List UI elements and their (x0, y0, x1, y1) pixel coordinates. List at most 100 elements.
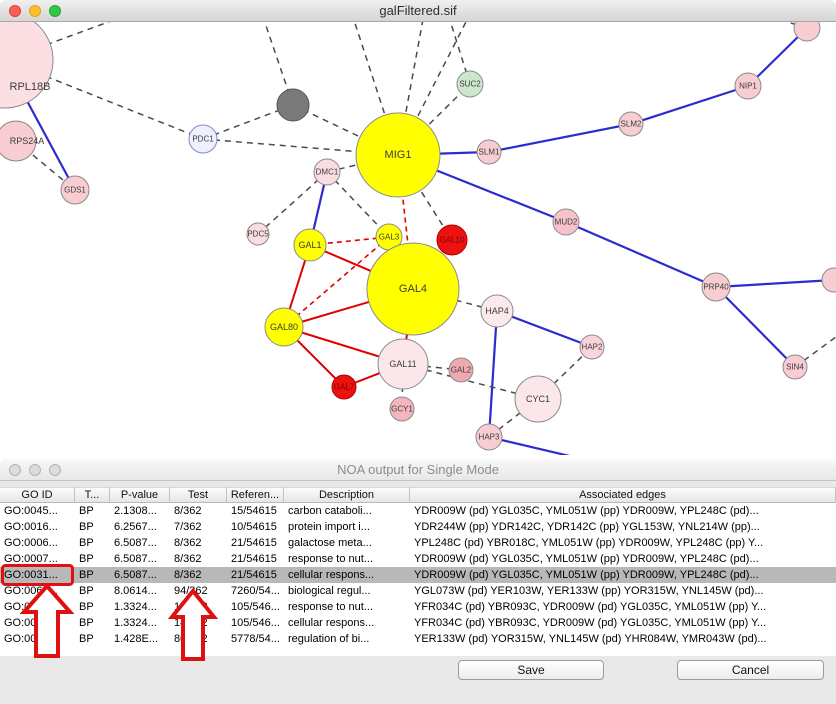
network-graph[interactable]: RPL18BRPS24AGDS1PDC1DMC1MIG1SUC2SLM1SLM2… (0, 22, 836, 455)
cell: 6.5087... (114, 569, 157, 581)
node-gal4[interactable] (366, 242, 460, 336)
column-header-test[interactable]: Test (170, 487, 227, 503)
edge-hap4-hap2[interactable] (496, 309, 593, 349)
cell: BP (79, 553, 94, 565)
cell: GO:0065... (4, 585, 58, 597)
close-button[interactable] (9, 5, 21, 17)
node-gal1[interactable] (293, 228, 327, 262)
node-label-gal7: GAL7 (334, 383, 355, 392)
cell: GO:0031... (4, 617, 58, 629)
node-re1[interactable] (821, 267, 836, 293)
cell: 1.3324... (114, 617, 157, 629)
node-suc2[interactable] (456, 70, 484, 98)
cell: response to nut... (288, 553, 373, 565)
node-gcy1[interactable] (389, 396, 415, 422)
edge-hap4-hap3[interactable] (487, 310, 499, 438)
node-label-pdc5: PDC5 (247, 230, 269, 239)
node-gal11[interactable] (377, 338, 429, 390)
cell: 6.5087... (114, 553, 157, 565)
column-header-t[interactable]: T... (75, 487, 110, 503)
edge-nip1-tr1[interactable] (747, 27, 808, 87)
node-label-suc2: SUC2 (459, 80, 481, 89)
node-gds1[interactable] (60, 175, 90, 205)
network-window-titlebar[interactable]: galFiltered.sif (0, 0, 836, 22)
edge-dmc1-pdc5[interactable] (257, 171, 328, 235)
edge-prp40-sin4[interactable] (715, 286, 796, 368)
column-header-go-id[interactable]: GO ID (0, 487, 75, 503)
close-button[interactable] (9, 464, 21, 476)
edge-dmc1-gal3[interactable] (326, 171, 390, 238)
edge-slm1-slm2[interactable] (488, 122, 632, 154)
network-window-title: galFiltered.sif (379, 3, 457, 18)
cell: YFR034C (pd) YBR093C, YDR009W (pd) YGL03… (414, 617, 767, 629)
node-label-gcy1: GCY1 (391, 405, 413, 414)
node-tr1[interactable] (793, 22, 821, 42)
noa-window-titlebar[interactable]: NOA output for Single Mode (0, 459, 836, 481)
node-gal10[interactable] (436, 224, 468, 256)
node-gal7[interactable] (331, 374, 357, 400)
node-pdc5[interactable] (246, 222, 270, 246)
zoom-button[interactable] (49, 5, 61, 17)
column-header-p-value[interactable]: P-value (110, 487, 170, 503)
cell: 7/362 (174, 521, 202, 533)
column-header-description[interactable]: Description (284, 487, 410, 503)
edge-gray1-mig1[interactable] (292, 104, 399, 156)
node-rpl18b[interactable] (0, 22, 54, 109)
node-gray1[interactable] (276, 88, 310, 122)
cell: YDR009W (pd) YGL035C, YML051W (pp) YDR00… (414, 553, 759, 565)
node-pdc1[interactable] (188, 124, 218, 154)
node-hap3[interactable] (475, 423, 503, 451)
edge-sin4-offscreen[interactable] (794, 334, 836, 368)
node-label-rpl18b: RPL18B (10, 81, 51, 93)
cell: 2.1308... (114, 505, 157, 517)
save-button[interactable]: Save (458, 660, 604, 680)
node-mig1[interactable] (355, 112, 441, 198)
cell: YDR244W (pp) YDR142C, YDR142C (pp) YGL15… (414, 521, 760, 533)
cell: 8/362 (174, 553, 202, 565)
cell: GO:0031... (4, 569, 58, 581)
column-header-associated-edges[interactable]: Associated edges (410, 487, 836, 503)
cancel-button[interactable]: Cancel (677, 660, 824, 680)
edge-hap3-offscreen[interactable] (488, 435, 578, 455)
node-gal80[interactable] (264, 307, 304, 347)
minimize-button[interactable] (29, 464, 41, 476)
node-label-gds1: GDS1 (64, 186, 86, 195)
node-rps24a[interactable] (0, 120, 37, 162)
cell: 10/54615 (231, 521, 277, 533)
edge-slm2-nip1[interactable] (630, 84, 749, 126)
node-mud2[interactable] (552, 208, 580, 236)
edge-prp40-re1[interactable] (715, 278, 835, 289)
node-prp40[interactable] (701, 272, 731, 302)
zoom-button[interactable] (49, 464, 61, 476)
cell: BP (79, 633, 94, 645)
cell: 21/54615 (231, 553, 277, 565)
node-dmc1[interactable] (313, 158, 341, 186)
column-header-referen[interactable]: Referen... (227, 487, 284, 503)
node-label-rps24a: RPS24A (10, 136, 45, 146)
edge-mud2-prp40[interactable] (565, 220, 717, 289)
minimize-button[interactable] (29, 5, 41, 17)
node-gal2[interactable] (448, 357, 474, 383)
node-slm1[interactable] (476, 139, 502, 165)
node-hap2[interactable] (579, 334, 605, 360)
cell: 15/54615 (231, 505, 277, 517)
node-cyc1[interactable] (514, 375, 562, 423)
node-hap4[interactable] (480, 294, 514, 328)
cell: YGL073W (pd) YER103W, YER133W (pp) YOR31… (414, 585, 764, 597)
node-slm2[interactable] (618, 111, 644, 137)
node-sin4[interactable] (782, 354, 808, 380)
node-nip1[interactable] (734, 72, 762, 100)
